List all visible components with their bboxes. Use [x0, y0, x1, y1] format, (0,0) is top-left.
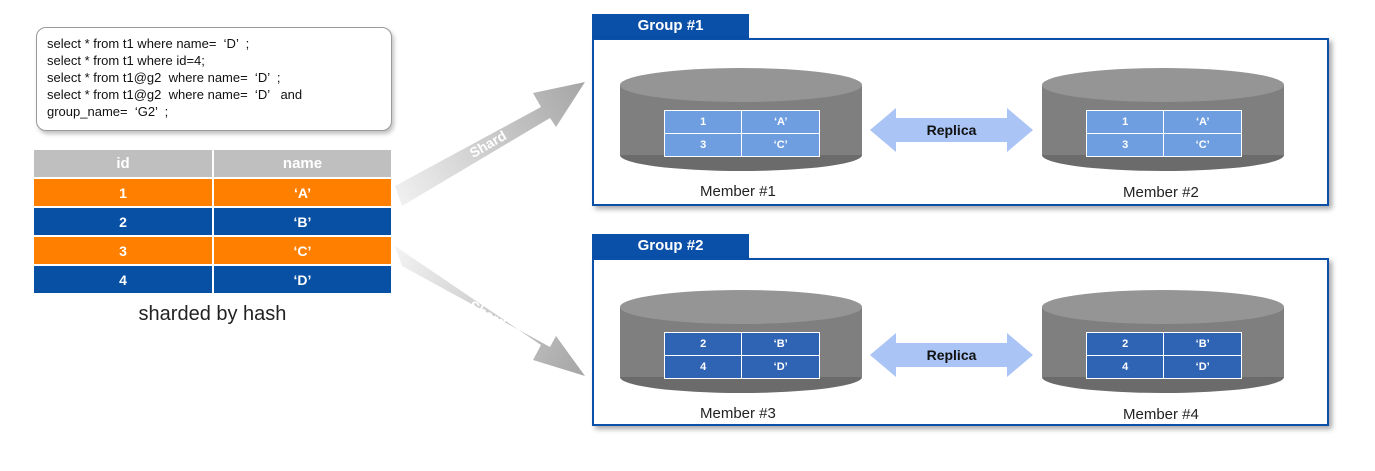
member-4-table: 2‘B’ 4‘D’ [1085, 332, 1242, 379]
table-row: 3‘C’ [663, 133, 820, 157]
cell-id: 4 [34, 266, 214, 293]
cell-id: 2 [663, 332, 743, 356]
shard-arrow-up [395, 82, 585, 206]
table-row: 3‘C’ [1085, 133, 1242, 157]
group-2-tab: Group #2 [592, 234, 749, 258]
cell-name: ‘A’ [1163, 110, 1242, 134]
shard-arrow-down [395, 246, 585, 376]
cell-name: ‘B’ [214, 208, 391, 235]
cell-id: 2 [1085, 332, 1165, 356]
cell-id: 3 [663, 133, 743, 157]
replica-label: Replica [926, 122, 977, 138]
replica-arrow-group-2: Replica [870, 333, 1033, 377]
sql-query-box: select * from t1 where name= ‘D’ ; selec… [36, 27, 392, 131]
table-row: 4 ‘D’ [34, 266, 391, 293]
table-row: 1‘A’ [1085, 110, 1242, 134]
cell-name: ‘D’ [214, 266, 391, 293]
replica-label: Replica [926, 347, 977, 363]
table-row: 2‘B’ [1085, 332, 1242, 356]
member-2-label: Member #2 [1123, 184, 1199, 201]
member-2-cylinder: 1‘A’ 3‘C’ [1042, 67, 1284, 172]
sql-line: select * from t1@g2 where name= ‘D’ and [47, 87, 303, 102]
replica-arrow-group-1: Replica [870, 108, 1033, 152]
table-row: 3 ‘C’ [34, 237, 391, 264]
cell-id: 2 [34, 208, 214, 235]
source-table: id name 1 ‘A’ 2 ‘B’ 3 ‘C’ 4 ‘D’ [34, 148, 391, 295]
cell-name: ‘C’ [1163, 133, 1242, 157]
member-1-cylinder: 1‘A’ 3‘C’ [620, 67, 862, 172]
group-1-tab: Group #1 [592, 14, 749, 38]
cell-name: ‘B’ [1163, 332, 1242, 356]
table-caption: sharded by hash [138, 303, 287, 325]
column-header-name: name [214, 150, 391, 177]
table-row: 1‘A’ [663, 110, 820, 134]
cell-id: 4 [1085, 355, 1165, 379]
cell-id: 3 [34, 237, 214, 264]
column-header-id: id [34, 150, 214, 177]
cell-name: ‘D’ [1163, 355, 1242, 379]
member-1-label: Member #1 [700, 183, 776, 200]
cell-id: 1 [1085, 110, 1165, 134]
member-4-cylinder: 2‘B’ 4‘D’ [1042, 289, 1284, 394]
cell-name: ‘D’ [741, 355, 820, 379]
table-row: 2‘B’ [663, 332, 820, 356]
table-row: 1 ‘A’ [34, 179, 391, 206]
table-row: 2 ‘B’ [34, 208, 391, 235]
table-header-row: id name [34, 150, 391, 177]
member-3-label: Member #3 [700, 405, 776, 422]
sql-line: select * from t1@g2 where name= ‘D’ ; [47, 70, 281, 85]
sql-line: select * from t1 where id=4; [47, 53, 205, 68]
cell-id: 1 [34, 179, 214, 206]
cell-name: ‘A’ [741, 110, 820, 134]
cell-name: ‘B’ [741, 332, 820, 356]
member-3-cylinder: 2‘B’ 4‘D’ [620, 289, 862, 394]
sql-line: group_name= ‘G2’ ; [47, 104, 169, 119]
cell-id: 1 [663, 110, 743, 134]
cell-name: ‘C’ [741, 133, 820, 157]
member-2-table: 1‘A’ 3‘C’ [1085, 110, 1242, 157]
table-row: 4‘D’ [663, 355, 820, 379]
cell-id: 3 [1085, 133, 1165, 157]
cell-name: ‘C’ [214, 237, 391, 264]
member-4-label: Member #4 [1123, 406, 1199, 423]
member-3-table: 2‘B’ 4‘D’ [663, 332, 820, 379]
member-1-table: 1‘A’ 3‘C’ [663, 110, 820, 157]
cell-name: ‘A’ [214, 179, 391, 206]
table-row: 4‘D’ [1085, 355, 1242, 379]
sql-line: select * from t1 where name= ‘D’ ; [47, 36, 250, 51]
cell-id: 4 [663, 355, 743, 379]
